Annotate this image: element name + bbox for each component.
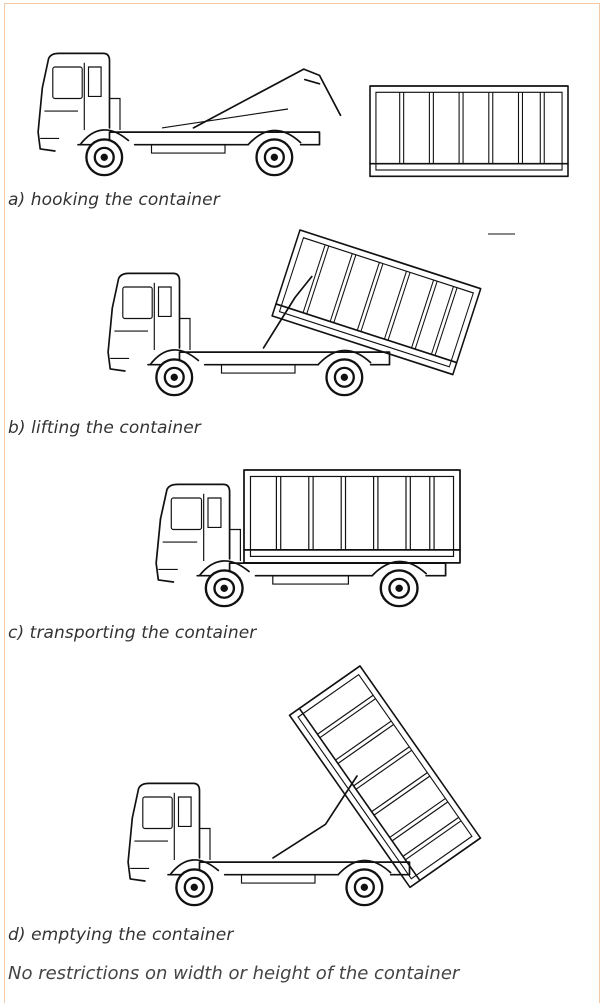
container-tipped [290,666,481,887]
truck-emptying [128,776,409,905]
caption-d: d) emptying the container [8,925,233,945]
truck-transporting [156,484,445,606]
container-loaded [244,470,460,563]
container-on-ground [370,86,568,176]
caption-c: c) transporting the container [8,623,256,643]
caption-a: a) hooking the container [8,190,220,210]
caption-b: b) lifting the container [8,418,201,438]
footnote: No restrictions on width or height of th… [8,963,459,984]
truck-hooking [38,53,340,175]
